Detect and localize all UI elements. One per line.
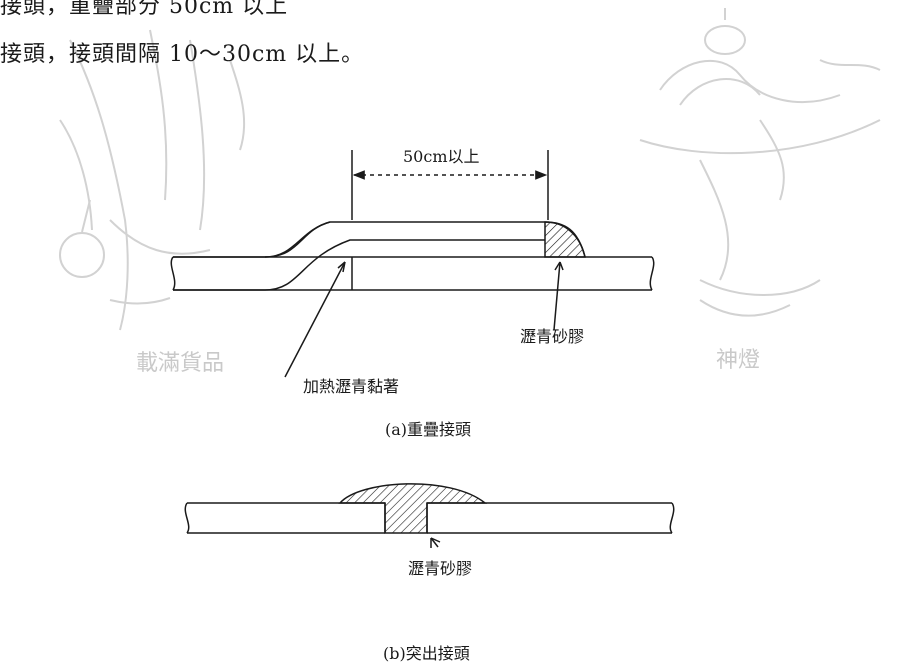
- watermark-right: 神燈: [716, 348, 761, 373]
- sealant-b: [338, 483, 488, 534]
- paragraph-line-1: 接頭，重疊部分 50cm 以上: [0, 0, 289, 19]
- figure-a-overlap-joint: [170, 150, 655, 378]
- sealant-label-a: 瀝青砂膠: [520, 327, 584, 346]
- figure-b-protruding-joint: [184, 483, 675, 548]
- sealant-a: [544, 221, 586, 258]
- adhesive-label: 加熱瀝青黏著: [303, 377, 399, 396]
- sealant-label-b: 瀝青砂膠: [408, 559, 472, 578]
- watermark-left: 載滿貨品: [136, 351, 225, 376]
- caption-a: (a)重疊接頭: [385, 420, 471, 439]
- paragraph-line-2: 接頭，接頭間隔 10～30cm 以上。: [0, 42, 365, 67]
- caption-b: (b)突出接頭: [383, 644, 470, 663]
- dimension-label: 50cm以上: [403, 147, 480, 166]
